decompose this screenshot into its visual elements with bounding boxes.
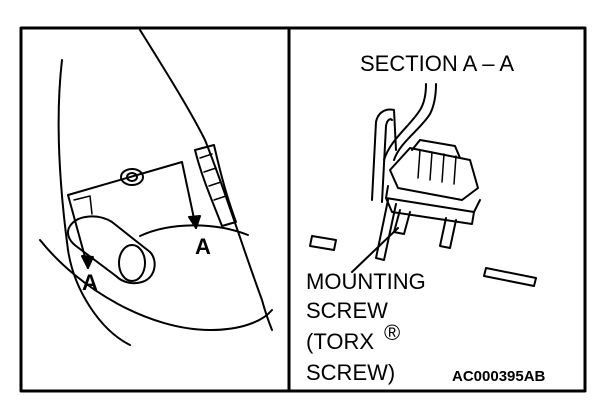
left-panel-illustration xyxy=(39,29,273,346)
callout-line-2: SCREW xyxy=(306,298,388,323)
section-marker-left: A xyxy=(82,270,98,295)
section-marker-right: A xyxy=(195,234,211,259)
body-panel-inner-edge xyxy=(57,59,131,346)
callout-leader xyxy=(351,227,399,273)
body-panel-outline xyxy=(139,29,273,331)
callout-line-4: SCREW) xyxy=(306,360,395,385)
section-view-illustration xyxy=(309,83,537,287)
section-arrow-left xyxy=(81,255,94,269)
module-support-arc xyxy=(139,224,249,237)
module-housing xyxy=(389,147,479,201)
cable-inner xyxy=(393,83,437,161)
figure-code: AC000395AB xyxy=(452,368,546,385)
module-ribs xyxy=(417,149,457,185)
section-arrow-right xyxy=(188,215,201,229)
base-plate xyxy=(385,185,481,213)
bracket-strip-outer xyxy=(371,108,397,201)
trim-strip xyxy=(194,144,237,227)
base-plate-lower xyxy=(385,197,475,225)
callout-line-1: MOUNTING xyxy=(306,269,426,294)
registered-mark: ® xyxy=(384,320,400,345)
trim-strip-hatch xyxy=(199,153,227,201)
panel-fragment-right xyxy=(483,267,537,287)
hidden-edge xyxy=(73,195,93,215)
bracket-strip-inner xyxy=(381,118,393,203)
section-line xyxy=(67,161,197,229)
module-body xyxy=(67,215,156,285)
mounting-leg-right xyxy=(439,217,457,249)
figure-frame xyxy=(19,26,587,393)
mounting-screw-head xyxy=(120,168,144,186)
module-top-block xyxy=(411,139,461,159)
mounting-screw-shank xyxy=(393,209,411,235)
callout-line-3: (TORX xyxy=(306,329,374,354)
panel-fragment-left xyxy=(309,235,337,251)
module-end-cap xyxy=(118,244,146,282)
section-title: SECTION A – A xyxy=(360,51,514,76)
mounting-leg-left xyxy=(375,199,397,261)
body-panel-lower-curve xyxy=(39,239,273,331)
cable-outer xyxy=(383,83,427,161)
